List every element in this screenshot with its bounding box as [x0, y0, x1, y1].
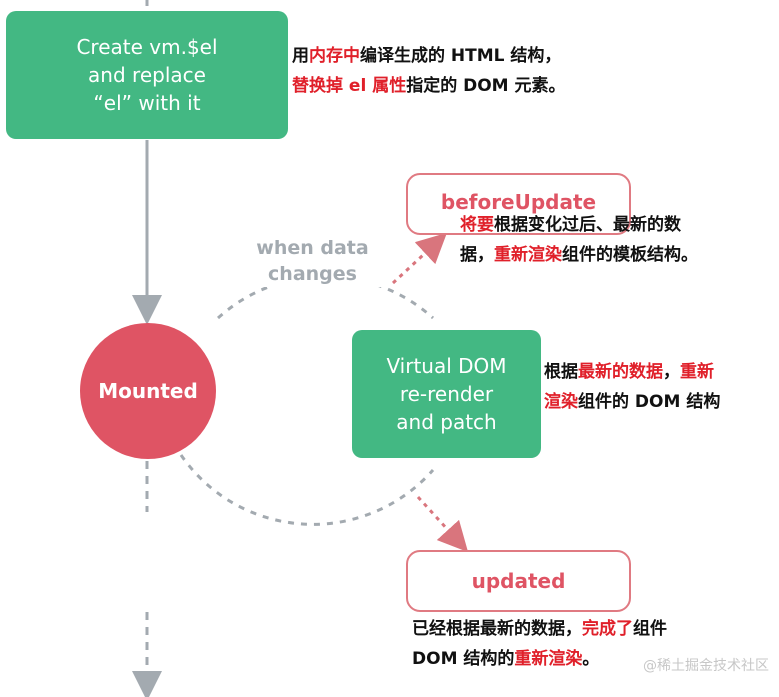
- updated-note: 已经根据最新的数据，完成了组件 DOM 结构的重新渲染。: [412, 614, 667, 674]
- before-update-hook: beforeUpdate: [406, 173, 631, 235]
- vdom-note-line-1: 根据最新的数据，重新: [544, 357, 720, 387]
- create-el-box: Create vm.$el and replace “el” with it: [6, 11, 288, 139]
- note-text: DOM 结构的: [412, 649, 515, 669]
- updated-hook: updated: [406, 550, 631, 612]
- update-loop-dashed-circle-lower: [179, 454, 435, 526]
- note-text: 组件的 DOM 结构: [578, 392, 721, 412]
- note-text: 组件: [633, 619, 667, 639]
- mounted-node: Mounted: [80, 323, 216, 459]
- vdom-box-line-3: and patch: [396, 410, 497, 434]
- note-text: 根据变化过后、最新的数: [494, 215, 681, 235]
- updated-note-line-2: DOM 结构的重新渲染。: [412, 644, 667, 674]
- note-highlight: 重新渲染: [514, 649, 583, 669]
- note-highlight: 重新: [680, 362, 714, 382]
- note-text: 。: [582, 649, 600, 669]
- create-note-line-2: 替换掉 el 属性指定的 DOM 元素。: [292, 71, 566, 101]
- note-highlight: 重新渲染: [494, 245, 562, 265]
- vdom-note: 根据最新的数据，重新 渲染组件的 DOM 结构: [544, 357, 720, 417]
- virtual-dom-box: Virtual DOM re-render and patch: [352, 330, 541, 458]
- updated-label: updated: [471, 569, 566, 593]
- before-note-line-1: 将要根据变化过后、最新的数: [460, 210, 698, 240]
- note-highlight: 完成了: [582, 619, 633, 639]
- note-text: 已经根据最新的数据，: [412, 619, 582, 639]
- note-highlight: 渲染: [544, 392, 578, 412]
- to-before-update-arrow: [391, 232, 447, 285]
- note-highlight: 最新的数据: [578, 362, 663, 382]
- note-text: 组件的模板结构。: [562, 245, 698, 265]
- note-text: 指定的 DOM 元素。: [406, 76, 566, 96]
- before-update-label: beforeUpdate: [440, 190, 597, 214]
- before-note-line-2: 据，重新渲染组件的模板结构。: [460, 240, 698, 270]
- note-highlight: 将要: [460, 215, 494, 235]
- to-updated-arrow: [416, 495, 469, 553]
- watermark: @稀土掘金技术社区: [643, 658, 769, 674]
- create-box-line-1: Create vm.$el: [76, 35, 218, 59]
- create-note-line-1: 用内存中编译生成的 HTML 结构，: [292, 41, 566, 71]
- vdom-box-line-2: re-render: [399, 382, 494, 406]
- when-label-line-1: when data: [256, 237, 369, 259]
- when-data-changes-label: when data changes: [240, 235, 385, 287]
- vdom-box-line-1: Virtual DOM: [386, 354, 507, 378]
- create-box-line-3: “el” with it: [93, 91, 201, 115]
- updated-note-line-1: 已经根据最新的数据，完成了组件: [412, 614, 667, 644]
- note-text: 根据: [544, 362, 578, 382]
- note-highlight: 替换掉 el 属性: [292, 76, 407, 96]
- note-text: 编译生成的 HTML 结构，: [360, 46, 562, 66]
- vdom-note-line-2: 渲染组件的 DOM 结构: [544, 387, 720, 417]
- note-text: ，: [663, 362, 680, 382]
- create-note: 用内存中编译生成的 HTML 结构， 替换掉 el 属性指定的 DOM 元素。: [292, 41, 566, 101]
- note-highlight: 内存中: [309, 46, 360, 66]
- note-text: 用: [292, 46, 309, 66]
- mounted-label: Mounted: [98, 379, 198, 403]
- create-box-line-2: and replace: [88, 63, 206, 87]
- before-update-note: 将要根据变化过后、最新的数 据，重新渲染组件的模板结构。: [460, 210, 698, 270]
- when-label-line-2: changes: [268, 263, 357, 285]
- note-text: 据，: [460, 245, 494, 265]
